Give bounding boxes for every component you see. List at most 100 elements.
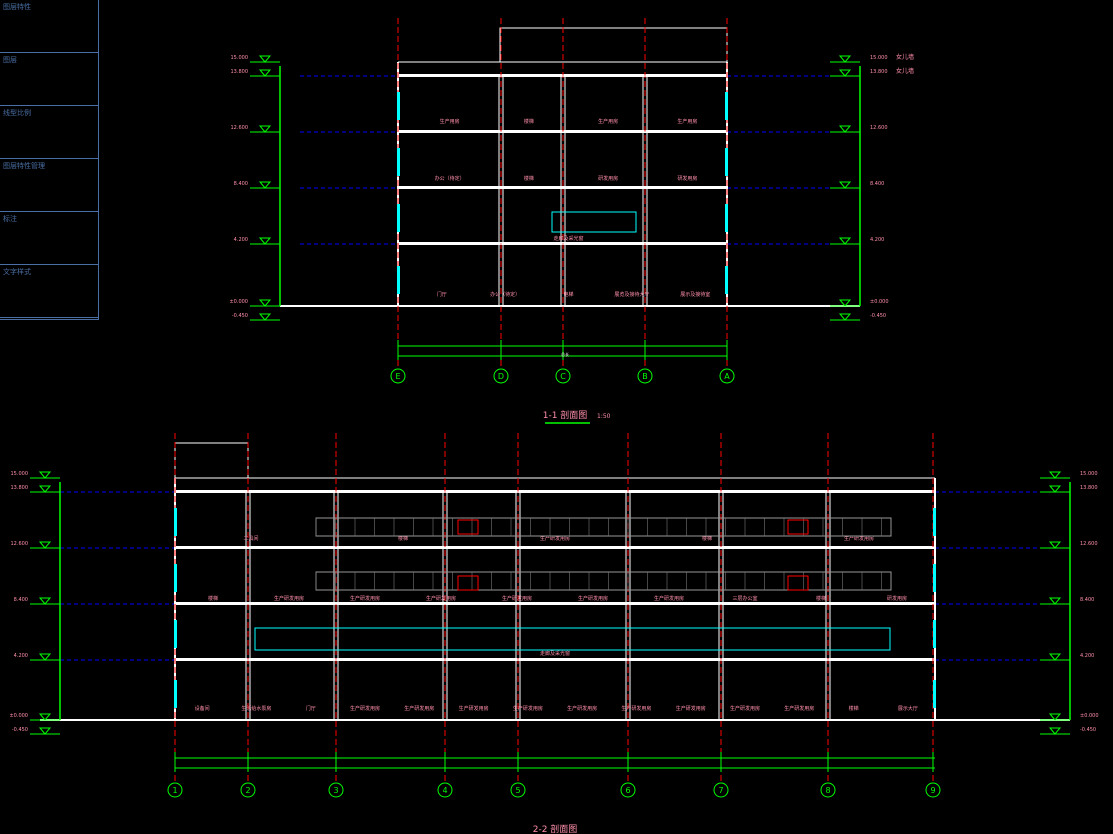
room-label: 生产研发用房 [676,705,706,712]
window-glass [397,148,400,176]
elevation-value: 4.200 [1080,653,1094,659]
elevation-triangle-icon [1048,713,1062,721]
elevation-triangle-icon [838,125,852,133]
elevation-triangle-icon [838,69,852,77]
axis-label: 5 [515,786,520,795]
elevation-value: 8.400 [870,181,884,187]
elevation-value: ±0.000 [1080,713,1099,719]
room-label: 门厅 [437,291,447,298]
elevation-value: 4.200 [870,237,884,243]
room-label: 楼梯 [816,595,826,602]
room-label: 研发用房 [677,175,697,182]
room-label: 楼梯 [524,175,534,182]
room-label: 三层办公室 [732,595,757,602]
axis-label: 9 [930,786,935,795]
room-label: 生产研发用房 [567,705,597,712]
room-label: 生产研发用房 [350,705,380,712]
elevation-value: 13.800 [870,69,888,75]
column [333,491,339,549]
window-glass [725,148,728,176]
column [498,75,504,133]
window-glass [397,266,400,294]
elevation-triangle-icon [38,485,52,493]
room-label: 办公（待定） [435,175,465,182]
layer-panel-item[interactable]: 图层特性 [0,0,98,53]
axis-label: E [395,372,400,381]
window-glass [174,680,177,708]
elevation-triangle-icon [258,69,272,77]
layer-panel-item[interactable]: 图层特性管理 [0,159,98,212]
elevation-value: 12.600 [11,541,29,547]
window-glass [174,564,177,592]
room-label: 生产研发用房 [404,705,434,712]
elevation-note: 女儿墙 [896,67,914,75]
elevation-value: -0.450 [1080,727,1096,733]
elevation-triangle-icon [1048,485,1062,493]
elevation-triangle-icon [838,55,852,63]
window-glass [725,204,728,232]
room-label: 展示大厅 [898,705,918,712]
room-label: 生产研发用房 [621,705,651,712]
window-glass [397,92,400,120]
column [245,491,251,549]
dimension-text: 总长 [561,351,569,357]
column [625,491,631,549]
room-label: 办公（待定） [490,291,520,298]
elevation-value: 15.000 [1080,471,1098,477]
red-opening [457,519,479,535]
floor-slab [175,546,935,549]
elevation-value: 13.800 [1080,485,1098,491]
elevation-triangle-icon [258,55,272,63]
window-band [254,627,891,651]
column [642,75,648,133]
column [560,75,566,133]
elevation-value: ±0.000 [870,299,889,305]
axis-label: 1 [172,786,177,795]
window-glass [933,620,936,648]
room-label: 展示及接待室 [680,291,710,298]
red-opening [457,575,479,591]
room-label: 生产用房 [598,118,618,125]
layer-panel-item[interactable]: 文字样式 [0,265,98,318]
layer-panel-item[interactable]: 标注 [0,212,98,265]
room-label: 生产研发用房 [730,705,760,712]
elevation-value: 8.400 [234,181,248,187]
room-label: 生产研发用房 [578,595,608,602]
elevation-triangle-icon [838,313,852,321]
room-label: 生产用房 [677,118,697,125]
layer-panel-item[interactable]: 线型比例 [0,106,98,159]
elevation-value: 13.800 [231,69,249,75]
window-glass [174,508,177,536]
axis-label: 7 [718,786,723,795]
elevation-value: -0.450 [870,313,886,319]
elevation-triangle-icon [1048,727,1062,735]
elevation-value: ±0.000 [9,713,28,719]
floor-slab [175,658,935,661]
elevation-triangle-icon [1048,541,1062,549]
elevation-value: ±0.000 [229,299,248,305]
room-label: 楼梯 [208,595,218,602]
room-label: 生产研发用房 [784,705,814,712]
axis-bubble [637,368,653,384]
axis-bubble [167,782,183,798]
axis-bubble [240,782,256,798]
layer-panel-item[interactable]: 图层 [0,53,98,106]
elevation-value: 15.000 [11,471,29,477]
axis-label: 4 [442,786,447,795]
elevation-note: 女儿墙 [896,53,914,61]
room-label: 生产研发用房 [426,595,456,602]
room-label: 生产研发用房 [274,595,304,602]
window-glass [933,508,936,536]
room-label: 楼梯 [524,118,534,125]
elevation-triangle-icon [258,299,272,307]
room-label: 设备间 [195,705,210,712]
red-opening [787,575,809,591]
axis-bubble [510,782,526,798]
stair-tower [499,27,728,63]
room-label: 生产研发用房 [350,595,380,602]
axis-bubble [390,368,406,384]
axis-label: B [642,372,648,381]
elevation-triangle-icon [1048,653,1062,661]
window-glass [725,92,728,120]
